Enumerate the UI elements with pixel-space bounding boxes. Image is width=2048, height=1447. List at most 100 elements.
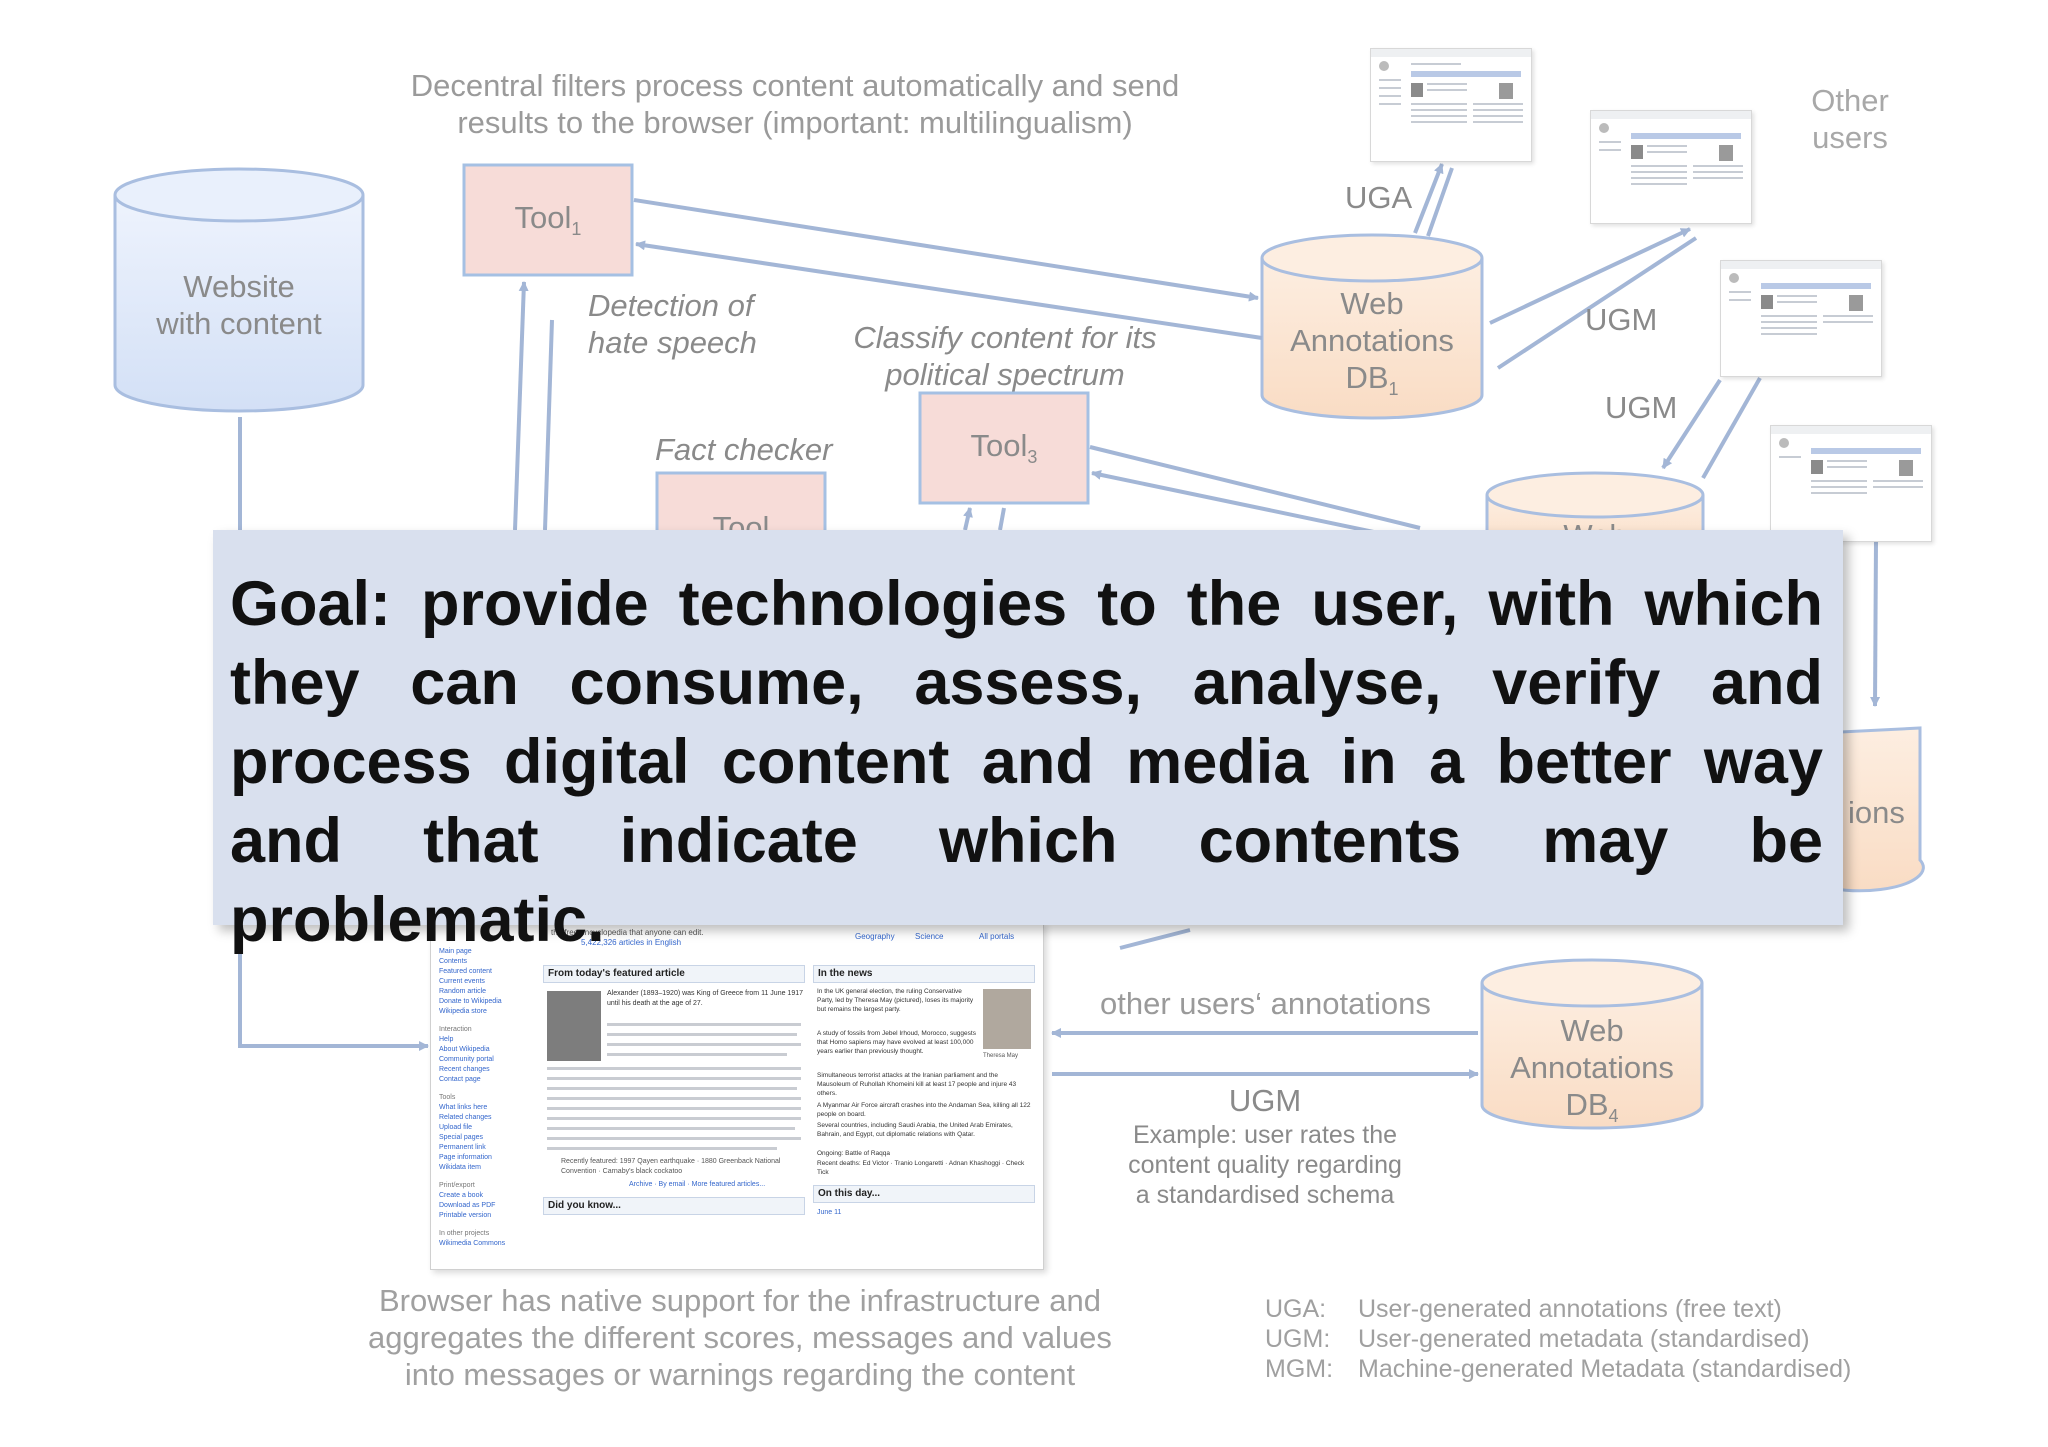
wiki-portal-all: All portals bbox=[979, 932, 1015, 941]
wiki-news-item-5: Several countries, including Saudi Arabi… bbox=[817, 1122, 1013, 1138]
wiki-sidebar-item: Recent changes bbox=[439, 1066, 490, 1073]
legend-abbr-uga: UGA: bbox=[1265, 1295, 1327, 1323]
wiki-news-item-1: In the UK general election, the ruling C… bbox=[817, 988, 974, 1013]
wiki-text-line bbox=[607, 1043, 801, 1046]
db1-label-line-1: Web bbox=[1340, 286, 1404, 321]
classify-caption-line-1: Classify content for its bbox=[853, 320, 1157, 355]
wiki-sidebar-item: Special pages bbox=[439, 1134, 483, 1141]
wiki-did-you-know-heading: Did you know... bbox=[543, 1197, 805, 1215]
wiki-sidebar-item: Printable version bbox=[439, 1212, 492, 1219]
browser-caption-line-2: aggregates the different scores, message… bbox=[368, 1320, 1112, 1355]
wiki-sidebar-item: Contact page bbox=[439, 1076, 481, 1083]
wiki-portal-geography: Geography bbox=[855, 932, 895, 941]
user-page-thumbnail-2 bbox=[1590, 110, 1752, 224]
tool1-box bbox=[462, 163, 634, 277]
wiki-sidebar-item: Permanent link bbox=[439, 1144, 486, 1151]
wiki-portal-science: Science bbox=[915, 932, 944, 941]
wiki-news-heading: In the news bbox=[813, 965, 1035, 983]
hate-speech-caption-line-1: Detection of bbox=[588, 288, 754, 323]
wiki-featured-first: Alexander (1893–1920) was King of Greece… bbox=[607, 990, 803, 1007]
wiki-sidebar-item: Contents bbox=[439, 958, 468, 965]
tool1-label: Tool1 bbox=[514, 200, 582, 240]
wiki-sidebar-item: Download as PDF bbox=[439, 1202, 496, 1209]
example-line-2: content quality regarding bbox=[1128, 1151, 1402, 1179]
wiki-news-photo-caption: Theresa May bbox=[983, 1053, 1019, 1059]
header-line-1: Decentral filters process content automa… bbox=[410, 68, 1180, 103]
wiki-sidebar-item: Page information bbox=[439, 1154, 492, 1161]
user-page-thumbnail-3 bbox=[1720, 260, 1882, 377]
wiki-sidebar-item: Wikimedia Commons bbox=[439, 1240, 506, 1247]
wiki-news-item-4: A Myanmar Air Force aircraft crashes int… bbox=[817, 1102, 1031, 1118]
wiki-sidebar-item: Help bbox=[439, 1036, 454, 1043]
wiki-text-line bbox=[547, 1147, 777, 1150]
ugm-label-c: UGM bbox=[1228, 1083, 1302, 1118]
wiki-text-line bbox=[547, 1137, 801, 1140]
browser-caption-line-3: into messages or warnings regarding the … bbox=[404, 1357, 1076, 1392]
wiki-sidebar-item: What links here bbox=[439, 1104, 488, 1111]
wiki-ongoing: Ongoing: Battle of Raqqa bbox=[817, 1150, 890, 1157]
ugm-label-b: UGM bbox=[1605, 390, 1678, 425]
wiki-sidebar-item: Create a book bbox=[439, 1192, 483, 1199]
wiki-sidebar-item: Wikipedia store bbox=[439, 1008, 487, 1015]
tool3-box bbox=[918, 391, 1090, 505]
legend-desc-ugm: User-generated metadata (standardised) bbox=[1358, 1325, 1810, 1353]
wiki-sidebar-item: Donate to Wikipedia bbox=[439, 998, 502, 1005]
wiki-text-line bbox=[547, 1067, 801, 1070]
wiki-featured-heading: From today's featured article bbox=[543, 965, 805, 983]
db4-cylinder bbox=[1480, 958, 1704, 1130]
wiki-text-line bbox=[547, 1077, 801, 1080]
wiki-archive-links: Archive · By email · More featured artic… bbox=[629, 1181, 766, 1188]
wiki-sidebar-item: Current events bbox=[439, 978, 485, 985]
user-page-thumbnail-4 bbox=[1770, 425, 1932, 542]
wiki-sidebar-item: About Wikipedia bbox=[439, 1046, 490, 1053]
legend-abbr-mgm: MGM: bbox=[1265, 1355, 1334, 1383]
wiki-recently-featured: Recently featured: 1997 Qayen earthquake… bbox=[561, 1158, 781, 1175]
wiki-on-this-day-heading: On this day... bbox=[813, 1185, 1035, 1203]
wiki-sidebar-item: Wikidata item bbox=[439, 1164, 482, 1171]
website-label-line-2: with content bbox=[156, 306, 322, 341]
wiki-text-line bbox=[547, 1117, 801, 1120]
ugm-label-a: UGM bbox=[1585, 302, 1658, 337]
other-users-line-2: users bbox=[1812, 120, 1888, 155]
wiki-text-line bbox=[607, 1053, 787, 1056]
legend-desc-uga: User-generated annotations (free text) bbox=[1358, 1295, 1782, 1323]
browser-caption-line-1: Browser has native support for the infra… bbox=[379, 1283, 1101, 1318]
goal-statement: Goal: provide technologies to the user, … bbox=[230, 569, 1823, 955]
wiki-news-item-2: A study of fossils from Jebel Irhoud, Mo… bbox=[817, 1030, 976, 1055]
legend-abbr-ugm: UGM: bbox=[1265, 1325, 1331, 1353]
wiki-sidebar-heading: Interaction bbox=[439, 1026, 472, 1033]
db4-label-line-3: DB4 bbox=[1565, 1087, 1619, 1127]
wiki-sidebar-item: Main page bbox=[439, 948, 472, 955]
website-cylinder bbox=[113, 167, 365, 413]
wiki-sidebar-heading: Print/export bbox=[439, 1182, 475, 1189]
hate-speech-caption-line-2: hate speech bbox=[588, 325, 757, 360]
wiki-sidebar-item: Random article bbox=[439, 988, 487, 995]
wiki-sidebar-item: Community portal bbox=[439, 1056, 494, 1063]
db1-label-line-2: Annotations bbox=[1290, 323, 1454, 358]
wiki-sidebar-item: Upload file bbox=[439, 1124, 473, 1131]
wiki-sidebar: Main page Contents Featured content Curr… bbox=[439, 947, 509, 1249]
wiki-news-photo bbox=[983, 989, 1031, 1049]
wiki-featured-portrait bbox=[547, 991, 601, 1061]
wiki-text-line bbox=[607, 1023, 801, 1026]
wiki-sidebar-heading: In other projects bbox=[439, 1230, 490, 1237]
fact-checker-caption: Fact checker bbox=[655, 432, 833, 467]
wiki-tagline: the free encyclopedia that anyone can ed… bbox=[551, 928, 704, 937]
db4-label-line-2: Annotations bbox=[1510, 1050, 1674, 1085]
wiki-text-line bbox=[547, 1127, 795, 1130]
wiki-text-line bbox=[547, 1097, 801, 1100]
classify-caption-line-2: political spectrum bbox=[885, 357, 1125, 392]
wiki-text-line bbox=[607, 1033, 797, 1036]
example-line-1: Example: user rates the bbox=[1132, 1121, 1397, 1149]
header-line-2: results to the browser (important: multi… bbox=[457, 105, 1133, 140]
db4-label-line-1: Web bbox=[1560, 1013, 1624, 1048]
db1-label-line-3: DB1 bbox=[1345, 360, 1399, 400]
uga-label: UGA bbox=[1345, 180, 1413, 215]
legend-desc-mgm: Machine-generated Metadata (standardised… bbox=[1358, 1355, 1852, 1383]
wiki-sidebar-item: Related changes bbox=[439, 1114, 492, 1121]
website-label-line-1: Website bbox=[183, 269, 295, 304]
browser-screenshot: the free encyclopedia that anyone can ed… bbox=[430, 922, 1044, 1270]
wiki-sidebar-heading: Tools bbox=[439, 1094, 456, 1101]
example-line-3: a standardised schema bbox=[1135, 1181, 1395, 1209]
